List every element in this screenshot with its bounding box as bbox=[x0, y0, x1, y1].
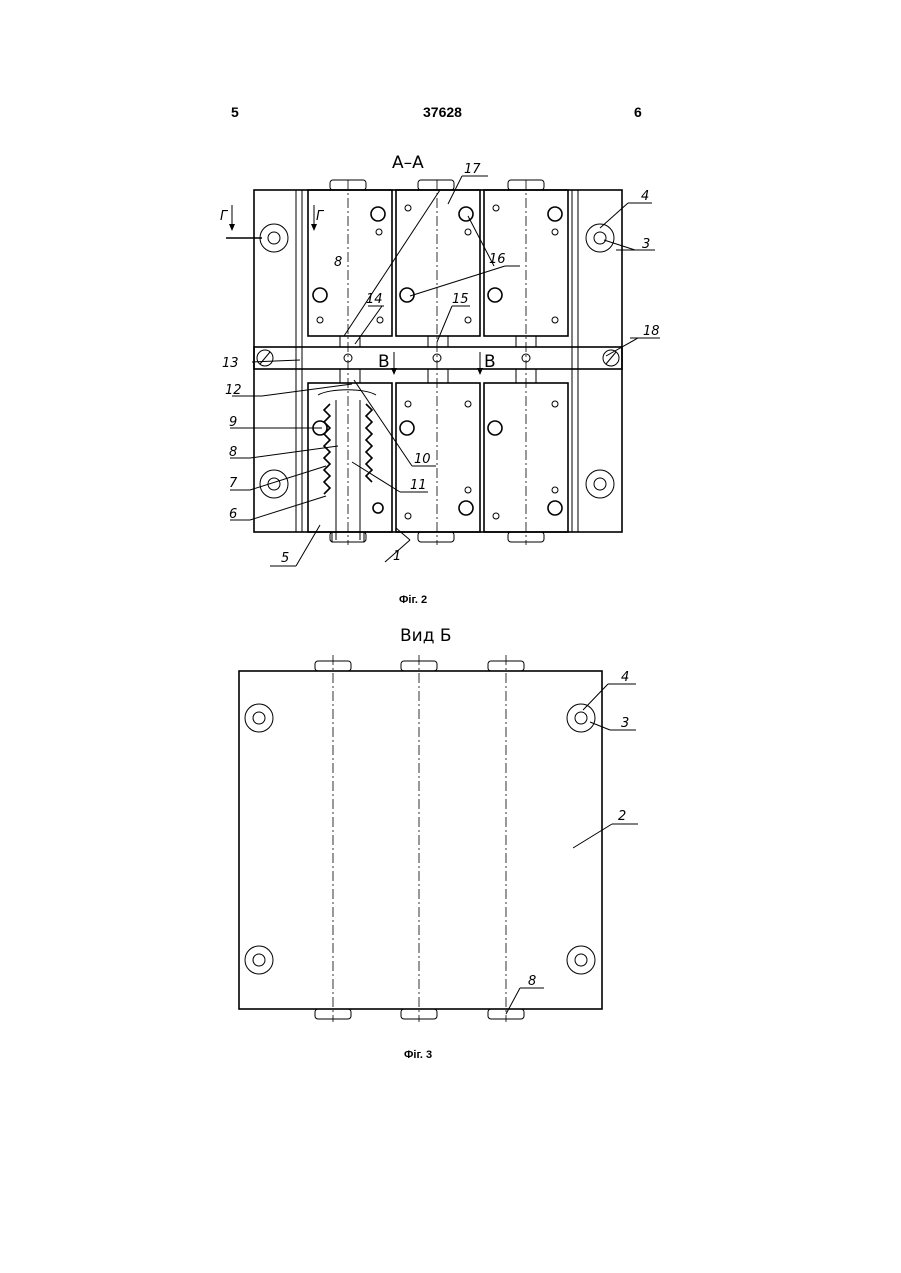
section-title: А–А bbox=[392, 153, 424, 173]
callout-9: 9 bbox=[229, 415, 237, 430]
top-block-2 bbox=[396, 190, 480, 336]
callout-13: 13 bbox=[222, 356, 239, 371]
callout-18: 18 bbox=[643, 324, 660, 339]
figure-2: А–А bbox=[220, 153, 660, 606]
callout-8-top: 8 bbox=[334, 255, 342, 270]
figure-3-caption: Фіг. 3 bbox=[404, 1049, 432, 1061]
bottom-block-1 bbox=[308, 383, 392, 532]
figure-2-caption: Фіг. 2 bbox=[399, 594, 427, 606]
callout-3: 3 bbox=[642, 237, 650, 252]
section-mark-g-left: Г bbox=[220, 209, 229, 224]
parting-bar bbox=[254, 347, 622, 369]
callout-10: 10 bbox=[414, 452, 431, 467]
callout-4: 4 bbox=[641, 189, 649, 204]
callout-7: 7 bbox=[229, 476, 238, 491]
callout-3-view-b: 3 bbox=[621, 716, 629, 731]
callout-2: 2 bbox=[618, 809, 626, 824]
section-mark-v-right: В bbox=[484, 352, 496, 372]
figure-3: Вид Б 2 3 4 8 Фіг. 3 bbox=[239, 626, 638, 1061]
callout-1: 1 bbox=[393, 549, 401, 564]
callout-12: 12 bbox=[225, 383, 242, 398]
callout-6: 6 bbox=[229, 507, 237, 522]
callout-8-left: 8 bbox=[229, 445, 237, 460]
callout-11: 11 bbox=[410, 478, 427, 493]
callout-5: 5 bbox=[281, 551, 289, 566]
outer-plate bbox=[254, 190, 622, 532]
callout-14: 14 bbox=[366, 292, 383, 307]
plate-view-b bbox=[239, 671, 602, 1009]
callout-16: 16 bbox=[489, 252, 506, 267]
callout-17: 17 bbox=[464, 162, 481, 177]
callout-8-view-b: 8 bbox=[528, 974, 536, 989]
callout-15: 15 bbox=[452, 292, 469, 307]
view-title: Вид Б bbox=[400, 626, 452, 646]
bottom-block-2 bbox=[396, 383, 480, 532]
callout-4-view-b: 4 bbox=[621, 670, 629, 685]
section-mark-g-right: Г bbox=[316, 209, 325, 224]
section-mark-v-left: В bbox=[378, 352, 390, 372]
